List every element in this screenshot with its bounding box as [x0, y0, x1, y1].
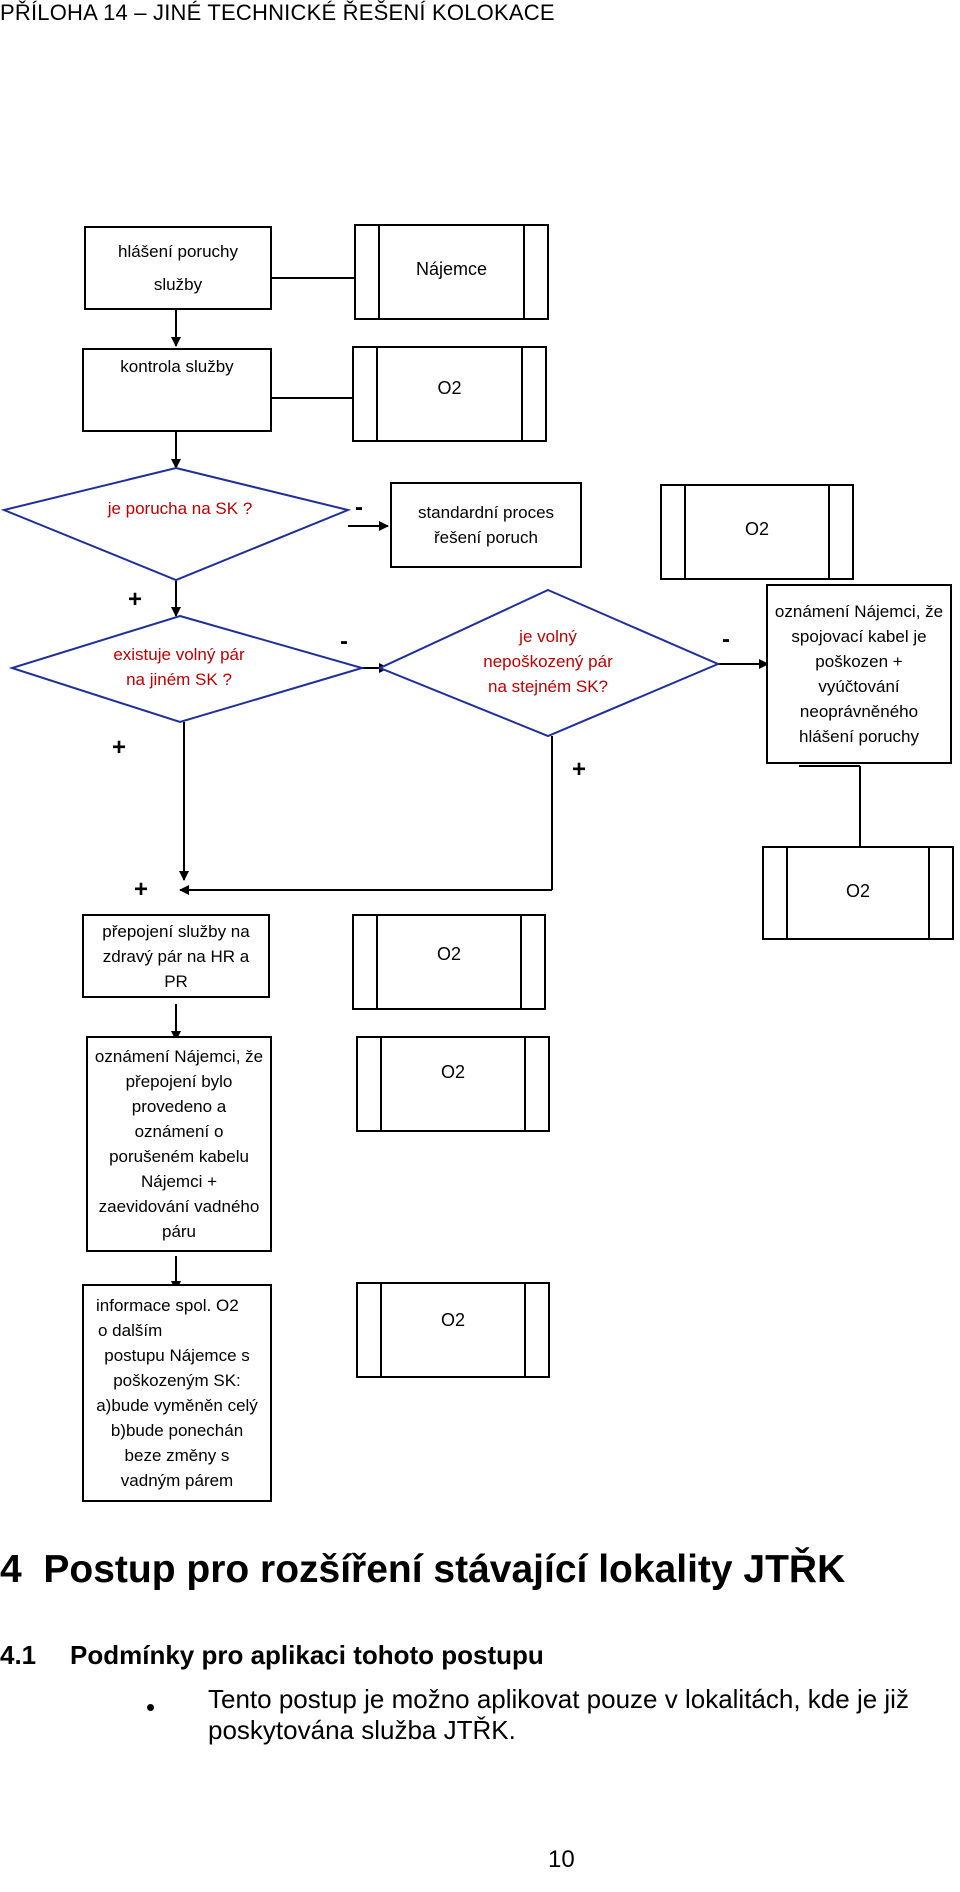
- notify-reconnect-line-5: porušeném kabelu: [109, 1147, 249, 1166]
- lane-o2-5-label: O2: [440, 1062, 465, 1082]
- info-line-1: informace spol. O2: [96, 1296, 239, 1315]
- decision-other-line-2: na jiném SK ?: [126, 670, 232, 689]
- lane-najemce: Nájemce: [354, 224, 549, 320]
- notify-reconnect-line-4: oznámení o: [134, 1122, 224, 1141]
- label-minus-1: -: [355, 494, 363, 521]
- label-minus-2: -: [340, 628, 348, 655]
- lane-o2-3: O2: [762, 846, 954, 940]
- lane-najemce-label: Nájemce: [415, 259, 488, 279]
- lane-o2-4-label: O2: [436, 944, 461, 964]
- bullet-marker: •: [146, 1692, 156, 1722]
- decision-fault-text: je porucha na SK ?: [107, 499, 253, 518]
- lane-o2-5: O2: [356, 1036, 550, 1132]
- service-check-box: kontrola služby: [82, 348, 272, 432]
- decision-same-line-3: na stejném SK?: [487, 677, 608, 696]
- report-fault-line-1: hlášení poruchy: [117, 242, 239, 261]
- decision-diamond-same: [377, 588, 721, 738]
- label-plus-2: +: [112, 734, 127, 761]
- notify-reconnect-line-1: oznámení Nájemci, že: [94, 1047, 264, 1066]
- label-plus-4: +: [134, 876, 149, 903]
- notify-damaged-line-6: hlášení poruchy: [798, 727, 920, 746]
- notify-reconnect-line-2: přepojení bylo: [125, 1072, 233, 1091]
- section-number: 4: [0, 1548, 22, 1591]
- notify-damaged-line-5: neoprávněného: [799, 702, 919, 721]
- decision-other-line-1: existuje volný pár: [113, 645, 245, 664]
- report-fault-box: hlášení poruchy služby: [84, 226, 272, 310]
- lane-o2-2: O2: [660, 484, 854, 580]
- report-fault-line-2: služby: [153, 275, 203, 294]
- subsection-heading: 4.1 Podmínky pro aplikaci tohoto postupu: [0, 1640, 544, 1671]
- notify-damaged-line-4: vyúčtování: [818, 677, 900, 696]
- reconnect-line-1: přepojení služby na: [102, 921, 250, 941]
- decision-diamond-other: [8, 614, 366, 724]
- service-check-label: kontrola služby: [120, 357, 234, 376]
- decision-same-sk-text: je volný nepoškozený pár na stejném SK?: [448, 624, 648, 699]
- bullet-text: Tento postup je možno aplikovat pouze v …: [208, 1684, 948, 1746]
- subsection-title: Podmínky pro aplikaci tohoto postupu: [70, 1640, 544, 1670]
- info-line-2: o dalším: [98, 1321, 163, 1340]
- label-minus-3: -: [722, 626, 730, 653]
- decision-diamond-fault: [0, 466, 352, 582]
- decision-other-sk-text: existuje volný pár na jiném SK ?: [84, 642, 274, 692]
- lane-o2-4: O2: [352, 914, 546, 1010]
- page-number: 10: [548, 1846, 575, 1873]
- bullet-text-line-2: poskytována služba JTŘK.: [208, 1715, 516, 1745]
- lane-o2-1: O2: [352, 346, 547, 442]
- notify-reconnect-line-3: provedeno a: [131, 1097, 227, 1116]
- notify-damaged-line-1: oznámení Nájemci, že: [774, 602, 944, 621]
- section-heading: 4 Postup pro rozšíření stávající lokalit…: [0, 1548, 845, 1592]
- label-plus-3: +: [572, 756, 587, 783]
- standard-process-box: standardní proces řešení poruch: [390, 482, 582, 568]
- reconnect-line-2: zdravý pár na HR a: [102, 946, 250, 966]
- bullet-text-line-1: Tento postup je možno aplikovat pouze v …: [208, 1684, 909, 1714]
- label-plus-1: +: [128, 586, 143, 613]
- notify-reconnect-line-8: páru: [161, 1222, 197, 1241]
- info-line-3: postupu Nájemce s: [104, 1346, 250, 1365]
- lane-o2-1-label: O2: [437, 378, 462, 398]
- info-line-8: vadným párem: [120, 1471, 234, 1490]
- standard-process-line-2: řešení poruch: [434, 528, 538, 547]
- decision-same-line-1: je volný: [519, 627, 577, 646]
- lane-o2-2-label: O2: [744, 519, 769, 539]
- info-next-steps-box: informace spol. O2 o dalším postupu Náje…: [82, 1284, 272, 1502]
- notify-reconnect-line-6: Nájemci +: [140, 1172, 218, 1191]
- notify-reconnect-line-7: zaevidování vadného: [98, 1197, 260, 1216]
- lane-o2-3-label: O2: [845, 881, 870, 901]
- info-line-5: a)bude vyměněn celý: [96, 1396, 258, 1415]
- subsection-number: 4.1: [0, 1640, 37, 1670]
- info-line-7: beze změny s: [124, 1446, 230, 1465]
- lane-o2-6: O2: [356, 1282, 550, 1378]
- info-line-6: b)bude ponechán: [110, 1421, 244, 1440]
- section-title: Postup pro rozšíření stávající lokality …: [43, 1548, 846, 1591]
- reconnect-service-box: přepojení služby na zdravý pár na HR a P…: [82, 914, 270, 998]
- notify-damaged-line-2: spojovací kabel je: [791, 627, 927, 646]
- standard-process-line-1: standardní proces: [417, 503, 555, 522]
- notify-damaged-line-3: poškozen +: [815, 652, 903, 671]
- notify-reconnect-box: oznámení Nájemci, že přepojení bylo prov…: [86, 1036, 272, 1252]
- info-line-4: poškozeným SK:: [113, 1371, 241, 1390]
- decision-same-line-2: nepoškozený pár: [483, 652, 613, 671]
- reconnect-line-3: PR: [164, 971, 188, 991]
- lane-o2-6-label: O2: [440, 1310, 465, 1330]
- notify-damaged-box: oznámení Nájemci, že spojovací kabel je …: [766, 584, 952, 764]
- page-header: PŘÍLOHA 14 – JINÉ TECHNICKÉ ŘEŠENÍ KOLOK…: [0, 0, 555, 25]
